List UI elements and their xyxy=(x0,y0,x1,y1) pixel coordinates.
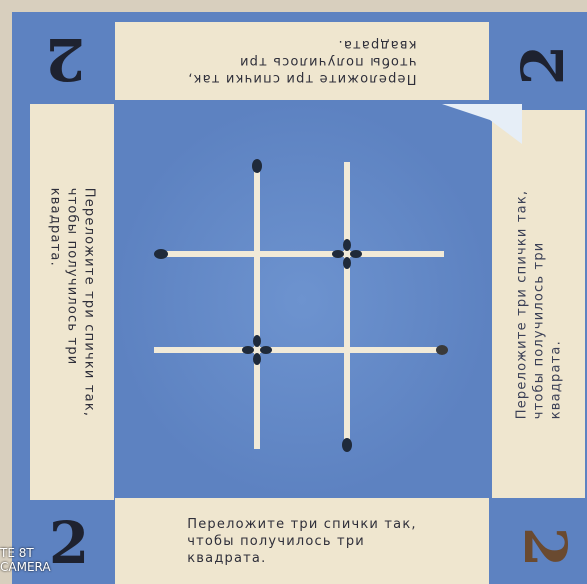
watermark-line-2: CAMERA xyxy=(0,560,51,574)
match-horizontal-top[interactable] xyxy=(154,249,444,259)
camera-watermark: TE 8T CAMERA xyxy=(0,546,51,574)
match-horizontal-bottom[interactable] xyxy=(154,345,448,355)
match-head xyxy=(252,159,262,173)
match-stick xyxy=(154,347,442,353)
match-head xyxy=(436,345,448,355)
match-stick xyxy=(254,167,260,449)
match-stick xyxy=(344,162,350,444)
watermark-line-1: TE 8T xyxy=(0,546,51,560)
match-head xyxy=(154,249,168,259)
match-head xyxy=(342,438,352,452)
matchstick-grid xyxy=(12,12,587,584)
game-board: Переложите три спички так, чтобы получил… xyxy=(12,12,587,584)
match-vertical-right[interactable] xyxy=(342,162,352,452)
match-stick xyxy=(162,251,444,257)
match-vertical-left[interactable] xyxy=(252,159,262,449)
